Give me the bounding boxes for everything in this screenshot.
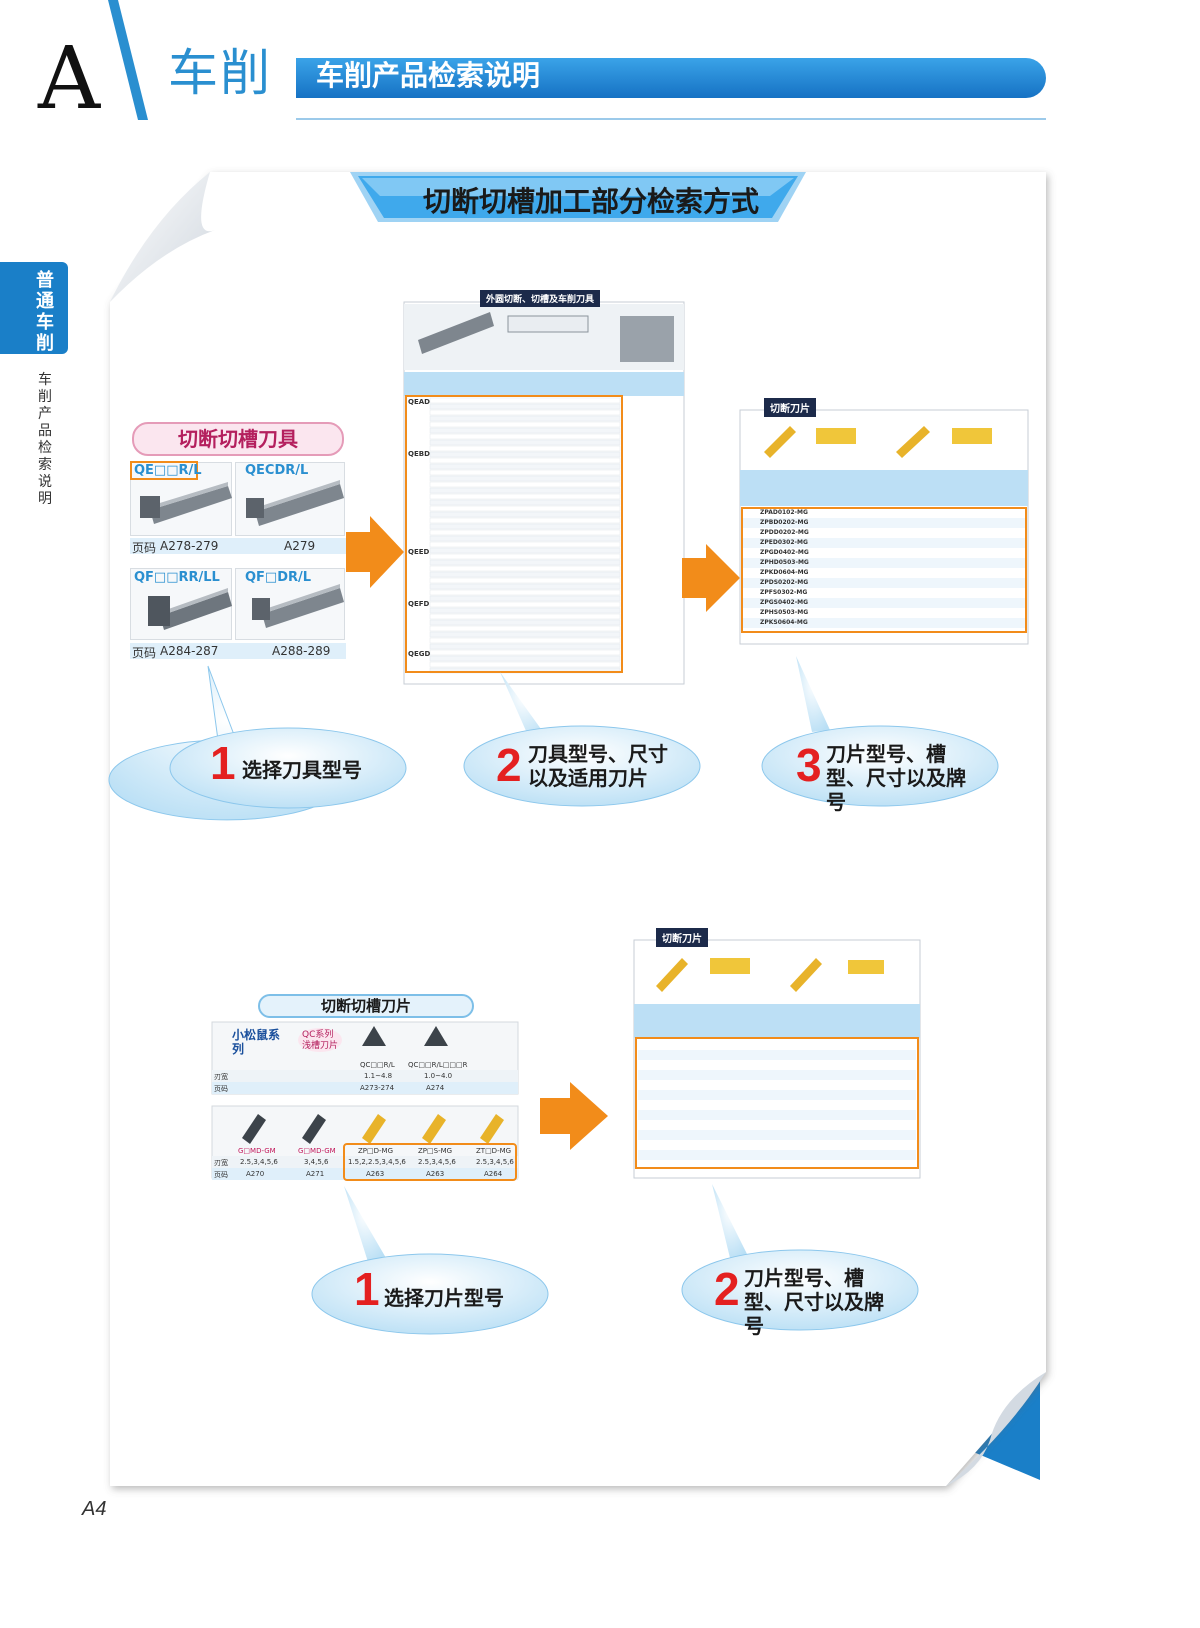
step-b1-number: 1 [354, 1263, 380, 1315]
qc-page-label: 页码 [214, 1085, 228, 1093]
holder-catalog-title: 外圆切断、切槽及车削刀具 [480, 290, 601, 307]
qc-page-1: A273-274 [360, 1084, 395, 1092]
catalog-group-label: QEFD [408, 600, 430, 608]
brand-label: 小松鼠系列 [232, 1028, 281, 1056]
holder-code-qf-d: QF□DR/L [245, 570, 312, 585]
side-tab[interactable] [0, 262, 68, 354]
g-page-5: A264 [484, 1170, 503, 1178]
holder-page-qe: A278-279 [160, 539, 219, 553]
qc-width-label: 刃宽 [214, 1073, 228, 1081]
holder-code-qecd: QECDR/L [245, 463, 309, 478]
page-label-1: 页码 [132, 541, 157, 555]
catalog-group-label: QEAD [408, 398, 430, 406]
g-code-2: G□MD-GM [298, 1147, 336, 1155]
qc-series-label: QC系列浅槽刀片 [302, 1030, 339, 1051]
qc-page-2: A274 [426, 1084, 445, 1092]
g-width-4: 2.5,3,4,5,6 [418, 1158, 456, 1166]
section-letter: A [38, 29, 101, 129]
qc-width-2: 1.0~4.0 [424, 1072, 453, 1080]
catalog-group-label: QEBD [408, 450, 430, 458]
g-width-3: 1.5,2,2.5,3,4,5,6 [348, 1158, 406, 1166]
category-title: 车削 [168, 44, 272, 102]
holder-code-qe: QE□□R/L [134, 463, 202, 478]
g-page-4: A263 [426, 1170, 445, 1178]
holder-page-qecd: A279 [284, 539, 316, 553]
side-subtitle: 车削产品检索说明 [38, 372, 52, 507]
insert-row-label: ZPDD0202-MG [760, 529, 809, 536]
header-slash-decoration [108, 0, 148, 120]
g-width-5: 2.5,3,4,5,6 [476, 1158, 514, 1166]
insert-row-label: ZPKD0604-MG [760, 569, 809, 576]
insert-table-bottom-title: 切断刀片 [656, 928, 708, 947]
g-width-1: 2.5,3,4,5,6 [240, 1158, 278, 1166]
g-code-5: ZT□D-MG [476, 1147, 512, 1155]
holder-page-qf-rr: A284-287 [160, 644, 219, 658]
step-2-number: 2 [496, 739, 522, 791]
g-page-label: 页码 [214, 1171, 228, 1179]
inserts-panel-title: 切断切槽刀片 [258, 994, 474, 1018]
qc-code-2: QC□□R/L□□□R [408, 1061, 468, 1069]
g-page-2: A271 [306, 1170, 325, 1178]
page-number: A4 [82, 1498, 107, 1520]
g-code-4: ZP□S-MG [418, 1147, 453, 1155]
holder-page-qf-d: A288-289 [272, 644, 331, 658]
insert-table-top-title: 切断刀片 [764, 398, 816, 417]
step-3-text: 刀片型号、槽型、尺寸以及牌号 [826, 742, 966, 814]
step-1-text: 选择刀具型号 [242, 758, 362, 782]
g-page-3: A263 [366, 1170, 385, 1178]
holders-label: 切断切槽刀具 [132, 422, 344, 456]
insert-row-label: ZPED0302-MG [760, 539, 808, 546]
step-b1-text: 选择刀片型号 [384, 1286, 504, 1310]
catalog-group-label: QEGD [408, 650, 431, 658]
insert-row-label: ZPHS0503-MG [760, 609, 809, 616]
g-width-2: 3,4,5,6 [304, 1158, 329, 1166]
page-title: 车削产品检索说明 [316, 59, 541, 92]
insert-row-label: ZPBD0202-MG [760, 519, 809, 526]
step-b2-text: 刀片型号、槽型、尺寸以及牌号 [744, 1266, 884, 1338]
holder-code-qf-rr: QF□□RR/LL [134, 570, 220, 585]
insert-row-label: ZPHD0503-MG [760, 559, 809, 566]
g-width-label: 刃宽 [214, 1159, 228, 1167]
insert-row-label: ZPAD0102-MG [760, 509, 808, 516]
g-page-1: A270 [246, 1170, 265, 1178]
insert-row-label: ZPKS0604-MG [760, 619, 808, 626]
catalog-group-label: QEED [408, 548, 430, 556]
header-bar [296, 58, 1046, 98]
g-code-3: ZP□D-MG [358, 1147, 394, 1155]
insert-row-label: ZPGS0402-MG [760, 599, 809, 606]
page-label-2: 页码 [132, 646, 157, 660]
insert-row-label: ZPFS0302-MG [760, 589, 808, 596]
step-1-number: 1 [210, 737, 236, 789]
insert-row-label: ZPDS0202-MG [760, 579, 809, 586]
step-b2-number: 2 [714, 1263, 740, 1315]
g-code-1: G□MD-GM [238, 1147, 276, 1155]
qc-code-1: QC□□R/L [360, 1061, 395, 1069]
side-tab-label: 普通车削 [36, 270, 54, 354]
step-2-text: 刀具型号、尺寸以及适用刀片 [528, 742, 668, 790]
insert-row-label: ZPGD0402-MG [760, 549, 809, 556]
panel-title: 切断切槽加工部分检索方式 [422, 185, 759, 218]
step-3-number: 3 [796, 739, 822, 791]
header-divider [296, 118, 1046, 120]
qc-width-1: 1.1~4.8 [364, 1072, 393, 1080]
